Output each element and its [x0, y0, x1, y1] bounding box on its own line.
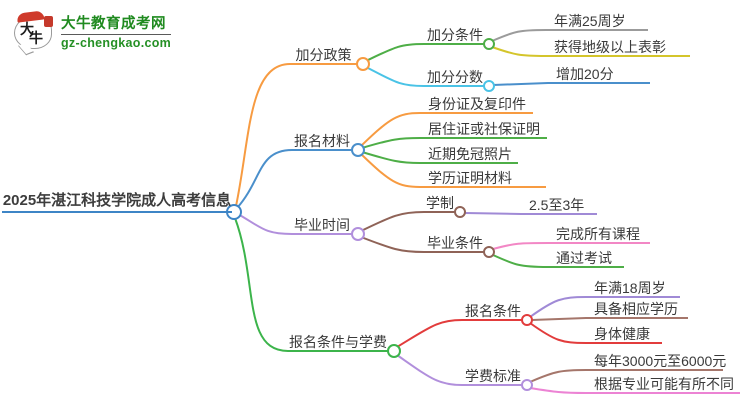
- connector-materials-to-photo: [361, 151, 421, 164]
- leaf-good-health[interactable]: 身体健康: [586, 326, 662, 344]
- connector-conditions-to-education: [531, 317, 587, 321]
- node-bonus-policy[interactable]: 加分政策: [290, 47, 357, 65]
- leaf-age-18[interactable]: 年满18周岁: [586, 280, 680, 298]
- logo-url: gz-chengkao.com: [61, 35, 172, 50]
- node-registration-conditions[interactable]: 报名条件: [462, 303, 522, 321]
- handle-registration-conditions-fees[interactable]: [387, 344, 401, 358]
- leaf-residence-or-social-insurance[interactable]: 居住证或社保证明: [420, 121, 547, 139]
- node-graduation-conditions[interactable]: 毕业条件: [424, 235, 484, 253]
- leaf-2-5-to-3-years[interactable]: 2.5至3年: [521, 197, 597, 215]
- logo-text-block: 大牛教育成考网 gz-chengkao.com: [61, 15, 172, 50]
- connector-materials-to-residence: [361, 137, 421, 149]
- handle-bonus-conditions[interactable]: [483, 38, 495, 50]
- logo-char-top: 大: [20, 21, 34, 37]
- node-registration-conditions-fees[interactable]: 报名条件与学费: [288, 334, 388, 352]
- handle-bonus-policy[interactable]: [356, 57, 370, 71]
- node-bonus-points[interactable]: 加分分数: [424, 69, 484, 87]
- root-node-title[interactable]: 2025年湛江科技学院成人高考信息: [2, 191, 232, 213]
- logo-red-seal: [44, 16, 53, 27]
- connector-bonus-conditions-to-age-25: [491, 29, 547, 42]
- connector-materials-to-education-cert: [360, 153, 421, 188]
- leaf-commendation[interactable]: 获得地级以上表彰: [546, 39, 690, 57]
- handle-tuition-standard[interactable]: [521, 379, 533, 391]
- connector-materials-to-id-card: [360, 112, 421, 147]
- connector-root-to-graduation-time: [237, 213, 293, 235]
- connector-fees-to-registration-conditions: [396, 319, 463, 348]
- leaf-id-card-copy[interactable]: 身份证及复印件: [420, 96, 533, 114]
- node-bonus-conditions[interactable]: 加分条件: [424, 27, 484, 45]
- leaf-pass-exams[interactable]: 通过考试: [548, 250, 624, 268]
- node-graduation-time[interactable]: 毕业时间: [292, 217, 352, 235]
- connector-graduation-to-conditions: [360, 236, 425, 253]
- leaf-age-25[interactable]: 年满25周岁: [546, 13, 648, 31]
- connector-bonus-policy-to-bonus-conditions: [365, 43, 425, 62]
- leaf-3000-6000-yuan[interactable]: 每年3000元至6000元: [586, 353, 726, 371]
- connector-fees-to-tuition-standard: [396, 354, 463, 386]
- connector-conditions-to-age-18: [529, 296, 587, 318]
- connector-graduation-to-duration: [360, 211, 425, 232]
- connector-tuition-to-varies: [529, 387, 587, 394]
- node-tuition-standard[interactable]: 学费标准: [462, 368, 522, 386]
- logo-char-bottom: 牛: [29, 30, 43, 46]
- connector-bonus-conditions-to-commendation: [491, 46, 547, 57]
- handle-graduation-time[interactable]: [351, 227, 365, 241]
- connector-bonus-policy-to-bonus-points: [365, 66, 425, 87]
- connector-root-to-registration-materials: [236, 149, 293, 209]
- connector-tuition-to-amount: [529, 369, 587, 383]
- leaf-add-20-points[interactable]: 增加20分: [548, 66, 650, 84]
- logo-title: 大牛教育成考网: [61, 15, 166, 32]
- connector-bonus-points-to-add-20: [492, 82, 549, 86]
- leaf-education-certificate[interactable]: 学历证明材料: [420, 170, 546, 188]
- daniu-logo-icon: 大 牛: [14, 10, 54, 56]
- connector-grad-conditions-to-exams: [492, 254, 549, 268]
- node-registration-materials[interactable]: 报名材料: [292, 133, 352, 151]
- connector-grad-conditions-to-courses: [492, 242, 549, 250]
- connector-root-to-bonus-policy: [235, 63, 291, 207]
- handle-bonus-points[interactable]: [483, 80, 495, 92]
- connector-duration-to-years: [464, 212, 522, 215]
- handle-registration-materials[interactable]: [351, 143, 365, 157]
- connector-root-to-registration-conditions-fees: [234, 217, 289, 352]
- handle-graduation-conditions[interactable]: [483, 246, 495, 258]
- leaf-recent-photo[interactable]: 近期免冠照片: [420, 146, 518, 164]
- node-study-duration[interactable]: 学制: [424, 195, 455, 213]
- connector-conditions-to-health: [529, 322, 587, 344]
- site-logo[interactable]: 大 牛 大牛教育成考网 gz-chengkao.com: [14, 10, 172, 56]
- logo-divider: [61, 33, 172, 35]
- handle-study-duration[interactable]: [454, 206, 466, 218]
- leaf-complete-courses[interactable]: 完成所有课程: [548, 226, 650, 244]
- leaf-qualified-education[interactable]: 具备相应学历: [586, 301, 688, 319]
- leaf-varies-by-major[interactable]: 根据专业可能有所不同: [586, 376, 740, 394]
- handle-registration-conditions[interactable]: [521, 314, 533, 326]
